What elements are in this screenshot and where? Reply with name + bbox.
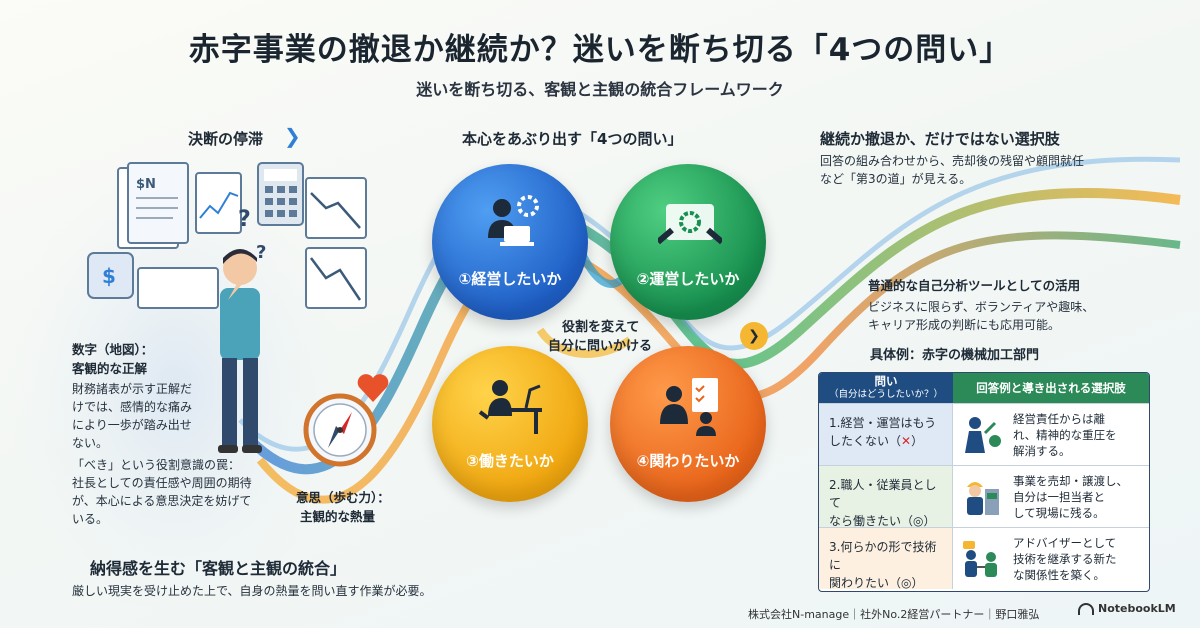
footer-credit: 株式会社N-manage｜社外No.2経営パートナー｜野口雅弘	[748, 608, 1040, 621]
question-circle-4: ④関わりたいか	[610, 346, 766, 502]
bottom-title: 納得感を生む「客観と主観の統合」	[90, 559, 347, 578]
double-circle-mark: ◎	[913, 514, 924, 528]
table-question-cell: 2.職人・従業員として なら働きたい（◎）	[819, 466, 953, 528]
table-question-cell: 3.何らかの形で技術に 関わりたい（◎）	[819, 528, 953, 590]
svg-text:$: $	[102, 264, 116, 288]
middle-text-1: 役割を変えて	[562, 320, 640, 335]
question-1-label: ①経営したいか	[458, 270, 562, 288]
manager-laptop-icon	[488, 195, 539, 246]
advisor-mentoring-icon	[963, 540, 997, 577]
right-section-title: 継続か撤退か、だけではない選択肢	[820, 130, 1060, 148]
tool-body-1: ビジネスに限らず、ボランティアや趣味、	[868, 300, 1095, 314]
table-answer-cell: アドバイザーとして技術を継承する新たな関係性を築く。	[953, 528, 1149, 589]
operations-gear-icon	[658, 204, 722, 245]
double-circle-mark: ◎	[901, 576, 912, 590]
svg-text:?: ?	[256, 242, 266, 263]
notebooklm-brand: NotebookLM	[1078, 602, 1176, 615]
numbers-body: 財務諸表が示す正解だ けでは、感情的な痛み により一歩が踏み出せ ない。	[72, 382, 193, 450]
svg-text:$N: $N	[136, 177, 156, 192]
factory-worker-icon	[967, 481, 999, 515]
thinking-person-illustration	[218, 249, 262, 453]
table-header-answer: 回答例と導き出される選択肢	[953, 373, 1149, 403]
will-heading-1: 意思（歩む力）：	[296, 490, 390, 505]
compass-icon	[303, 393, 377, 467]
question-2-label: ②運営したいか	[636, 270, 740, 288]
role-trap-text: 「べき」という役割意識の罠： 社長としての責任感や周囲の期待 が、本心による意思…	[72, 458, 252, 526]
middle-text-2: 自分に問いかける	[548, 339, 653, 354]
bottom-body: 厳しい現実を受け止めた上で、自身の熱量を問い直す作業が必要。	[72, 584, 432, 598]
released-burden-icon	[965, 416, 1001, 453]
tool-title: 普通的な自己分析ツールとしての活用	[868, 278, 1081, 293]
table-answer-cell: 経営責任からは離れ、精神的な重圧を解消する。	[953, 404, 1149, 465]
cross-mark: ✕	[901, 434, 912, 448]
table-answer-cell: 事業を売却・譲渡し、自分は一担当者として現場に残る。	[953, 466, 1149, 527]
table-question-cell: 1.経営・運営はもう したくない（✕）	[819, 404, 953, 465]
question-3-label: ③働きたいか	[466, 452, 554, 470]
page-title: 赤字事業の撤退か継続か？迷いを断ち切る「4つの問い」	[188, 32, 1012, 68]
table-row: 1.経営・運営はもう したくない（✕） 経営責任からは離れ、精神的な重圧を解消す…	[819, 403, 1149, 465]
question-circle-3: ③働きたいか	[432, 346, 588, 502]
table-row: 3.何らかの形で技術に 関わりたい（◎） アドバイザーとして技術を継承する新たな…	[819, 527, 1149, 590]
right-section-body-2: など「第3の道」が見える。	[820, 172, 972, 186]
right-section-body-1: 回答の組み合わせから、売却後の残留や顧問就任	[820, 154, 1085, 168]
svg-text:?: ?	[238, 207, 251, 232]
question-circle-1: ①経営したいか	[432, 164, 588, 320]
table-row: 2.職人・従業員として なら働きたい（◎） 事業を売却・譲渡し、自分は一担当者と…	[819, 465, 1149, 528]
numbers-heading-2: 客観的な正解	[72, 361, 148, 376]
will-heading-2: 主観的な熱量	[300, 509, 376, 524]
consulting-clipboard-icon	[660, 378, 718, 436]
chevron-right-icon: ❯	[284, 124, 301, 148]
table-header: 問い （自分はどうしたいか？） 回答例と導き出される選択肢	[819, 373, 1149, 403]
tool-body-2: キャリア形成の判断にも応用可能。	[868, 318, 1061, 332]
numbers-heading-1: 数字（地図）：	[72, 342, 154, 357]
next-arrow-icon: ❯	[740, 322, 768, 350]
question-4-label: ④関わりたいか	[636, 452, 740, 470]
worker-desk-icon	[478, 380, 542, 434]
question-circle-2: ②運営したいか	[610, 164, 766, 320]
notebooklm-logo-icon	[1078, 602, 1094, 615]
page-subtitle: 迷いを断ち切る、客観と主観の統合フレームワーク	[416, 80, 784, 99]
example-table: 問い （自分はどうしたいか？） 回答例と導き出される選択肢 1.経営・運営はもう…	[818, 372, 1150, 592]
table-header-question: 問い （自分はどうしたいか？）	[819, 373, 953, 403]
financial-documents-illustration: $N $ ? ?	[87, 162, 367, 309]
example-title: 具体例：赤字の機械加工部門	[870, 348, 1040, 363]
center-section-title: 本心をあぶり出す「4つの問い」	[462, 130, 683, 148]
heart-icon	[357, 374, 389, 402]
left-section-title: 決断の停滞	[188, 130, 264, 148]
